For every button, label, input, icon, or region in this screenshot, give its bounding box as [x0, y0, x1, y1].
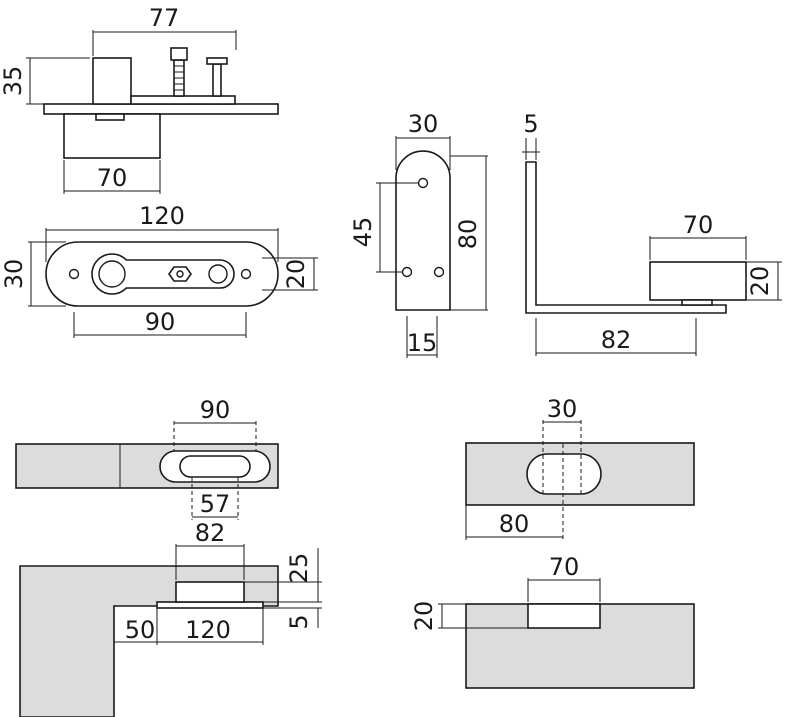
dim-plate-length: 120: [139, 202, 185, 230]
dim-pocket-width: 70: [549, 553, 580, 581]
dim-top-width: 77: [149, 4, 180, 32]
dim-l-block-height: 20: [746, 266, 774, 297]
pivot-plate-top-view: 120 30 20 90: [0, 202, 318, 338]
slot-outline: [526, 453, 602, 495]
dim-recess-length: 120: [185, 616, 231, 644]
cutout-plan-view: 90 57: [15, 396, 279, 520]
lower-block: [63, 113, 161, 159]
bracket-hole-top: [417, 177, 429, 189]
dim-pocket-depth: 20: [410, 601, 438, 632]
block-collar: [95, 113, 125, 121]
dim-bracket-height: 80: [454, 219, 482, 250]
top-plate: [43, 103, 279, 115]
bracket-hole-bottom-right: [433, 266, 445, 278]
l-bracket: [525, 161, 727, 314]
pivot-hole: [98, 260, 126, 288]
bracket-plate: [395, 150, 451, 311]
dim-bracket-hole-spacing: 45: [349, 217, 377, 248]
dim-l-thickness: 5: [523, 110, 538, 138]
dim-l-block-width: 70: [683, 211, 714, 239]
pin-head: [206, 57, 228, 65]
dim-recess-width: 82: [195, 519, 226, 547]
dim-edge-offset: 50: [125, 616, 156, 644]
pin-shaft: [212, 63, 222, 97]
corner-recess-section: 82 25 5 50 120: [19, 519, 322, 717]
pivot-post: [92, 57, 132, 105]
recess-block: [175, 581, 245, 603]
bolt-head: [170, 47, 188, 61]
l-block-collar: [681, 299, 713, 306]
dim-top-height: 35: [0, 66, 27, 97]
screw-hole-left: [68, 268, 80, 280]
dim-plate-height-right: 20: [282, 259, 310, 290]
nut-bore: [176, 270, 184, 278]
l-bracket-side-view: 5 70 20 82: [522, 110, 782, 356]
dim-plate-depth: 5: [285, 614, 313, 629]
pocket-section: 70 20: [410, 553, 695, 689]
pocket-recess: [527, 603, 601, 629]
dim-l-length: 82: [601, 326, 632, 354]
adjuster-bar: [130, 95, 236, 105]
dim-recess-depth: 25: [285, 553, 313, 584]
dim-bracket-offset: 15: [407, 329, 438, 357]
pin-head-top: [208, 264, 228, 284]
dim-slot-width: 30: [547, 395, 578, 423]
recess-plate: [156, 601, 264, 609]
dim-plate-height: 30: [0, 259, 28, 290]
cutout-inner: [179, 455, 251, 478]
slot-plan-view: 30 80: [465, 395, 695, 540]
dim-cut-outer: 90: [200, 396, 231, 424]
bracket-hole-bottom-left: [401, 266, 413, 278]
l-block: [649, 261, 747, 301]
dim-cut-inner: 57: [200, 490, 231, 518]
dim-block-width: 70: [97, 164, 128, 192]
screw-hole-right: [240, 268, 252, 280]
bracket-front-view: 30 45 80 15: [349, 110, 488, 358]
pivot-side-view: 77 35 70: [0, 4, 279, 194]
dim-slot-offset: 80: [499, 510, 530, 538]
hex-nut: [168, 266, 192, 282]
dim-hole-spacing: 90: [145, 308, 176, 336]
dim-bracket-width: 30: [408, 110, 439, 138]
